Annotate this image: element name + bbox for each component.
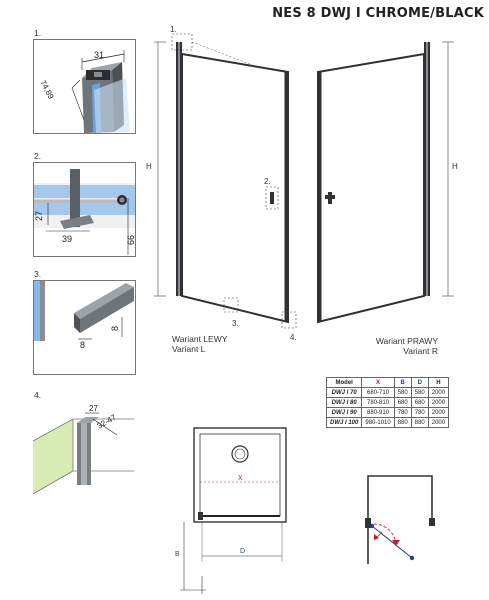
table-row: DWJ I 100 980-1010 880 880 2000 [325,417,450,428]
h-dimension-left: H [146,162,152,171]
detail-3-dim-width: 8 [80,340,85,350]
callout-2: 2. [264,177,271,186]
header-d: D [410,377,429,388]
detail-3-drawing: 8 8 [34,281,135,374]
cell-d: 580 [410,387,429,398]
table-row: DWJ I 90 880-910 780 780 2000 [325,407,450,418]
cell-h: 2000 [427,387,450,398]
cell-x: 780-810 [361,397,395,408]
variant-left-line2: Variant L [172,344,206,354]
callout-1: 1. [170,25,177,34]
plan-b-label: B [175,551,180,558]
cell-b: 580 [393,387,412,398]
plan-d-label: D [240,548,245,555]
header-b: B [393,377,412,388]
cell-x: 980-1010 [361,417,395,428]
detail-2-dim-height: 27 [34,211,44,221]
detail-4-dim-width: 27 [89,404,98,413]
cell-h: 2000 [427,397,450,408]
header-x: X [361,377,395,388]
detail-2-number: 2. [34,151,42,161]
detail-3-number: 3. [34,269,42,279]
detail-2-panel: 27 39 66 [33,162,136,257]
cell-b: 780 [393,407,412,418]
cell-x: 680-710 [361,387,395,398]
cell-d: 680 [410,397,429,408]
cell-model: DWJ I 80 [325,397,363,408]
detail-2-drawing: 27 39 66 [34,169,135,255]
detail-3-panel: 8 8 [33,280,136,375]
header-model: Model [325,377,363,388]
plan-x-label: X [238,475,243,482]
callout-3: 3. [232,319,239,328]
cell-model: DWJ I 90 [325,407,363,418]
detail-1-dim-width: 31 [94,50,104,60]
table-row: DWJ I 70 680-710 580 580 2000 [325,387,450,398]
cell-b: 880 [393,417,412,428]
cell-d: 780 [410,407,429,418]
detail-4-drawing: 27 32-47 [33,404,134,494]
cell-model: DWJ I 100 [325,417,363,428]
detail-1-panel: 31 74,89 [33,39,136,134]
cell-h: 2000 [427,417,450,428]
h-dimension-right: H [452,162,458,171]
page-title: NES 8 DWJ I CHROME/BLACK [272,6,484,21]
dimensions-table: Model X B D H DWJ I 70 680-710 580 580 2… [325,377,450,428]
cell-d: 880 [410,417,429,428]
variant-right-label: Wariant PRAWY Variant R [370,336,438,356]
table-row: DWJ I 80 780-810 680 680 2000 [325,397,450,408]
plan-view-drawing: X D B [175,427,287,594]
detail-3-dim-height: 8 [110,326,120,331]
header-h: H [427,377,450,388]
detail-1-drawing: 31 74,89 [34,40,135,133]
main-elevation-drawing: H 1. 2. 3. 4. H [146,25,458,342]
callout-4: 4. [290,333,297,342]
cell-x: 880-910 [361,407,395,418]
variant-right-line1: Wariant PRAWY [375,336,438,346]
detail-2-dim-depth: 39 [62,234,72,244]
detail-1-number: 1. [34,28,42,38]
table-header-row: Model X B D H [325,377,450,388]
detail-4-panel: 27 32-47 [33,401,134,494]
variant-right-line2: Variant R [403,346,438,356]
detail-4-number: 4. [34,390,42,400]
cell-model: DWJ I 70 [325,387,363,398]
variant-left-label: Wariant LEWY Variant L [172,334,227,354]
variant-left-line1: Wariant LEWY [172,334,228,344]
door-swing-drawing [365,475,435,564]
cell-b: 680 [393,397,412,408]
detail-2-dim-spacing: 66 [126,235,135,245]
cell-h: 2000 [427,407,450,418]
